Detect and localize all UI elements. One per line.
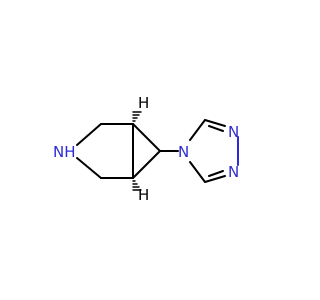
stereo-hash-bottom <box>132 180 142 191</box>
atom-label-h-top: H <box>138 94 149 112</box>
molecule-canvas: NH N N N H H <box>53 94 239 204</box>
atom-label-n1: N <box>228 163 239 181</box>
bond-c5-n4 <box>189 161 206 183</box>
atom-label-h-bottom: H <box>138 186 149 204</box>
bond-c3-n2 <box>204 119 226 127</box>
bond-c5-c6 <box>132 150 161 179</box>
bond-nh-ch2-top <box>76 123 102 146</box>
atom-label-n2: N <box>228 123 239 141</box>
molecule-structure: NH N N N H H <box>53 94 239 204</box>
bond-n4-c3 <box>189 119 206 141</box>
atom-label-nh: NH <box>53 143 76 161</box>
bond-c3-n2-double <box>208 125 224 132</box>
stereo-hash-top <box>132 111 142 122</box>
bond-n1-c5 <box>204 175 226 183</box>
bond-n1-c5-double <box>208 170 224 177</box>
bond-ch2-bottom-nh <box>76 157 102 179</box>
bond-c1-c6 <box>132 123 161 152</box>
atom-label-n4: N <box>178 143 189 161</box>
